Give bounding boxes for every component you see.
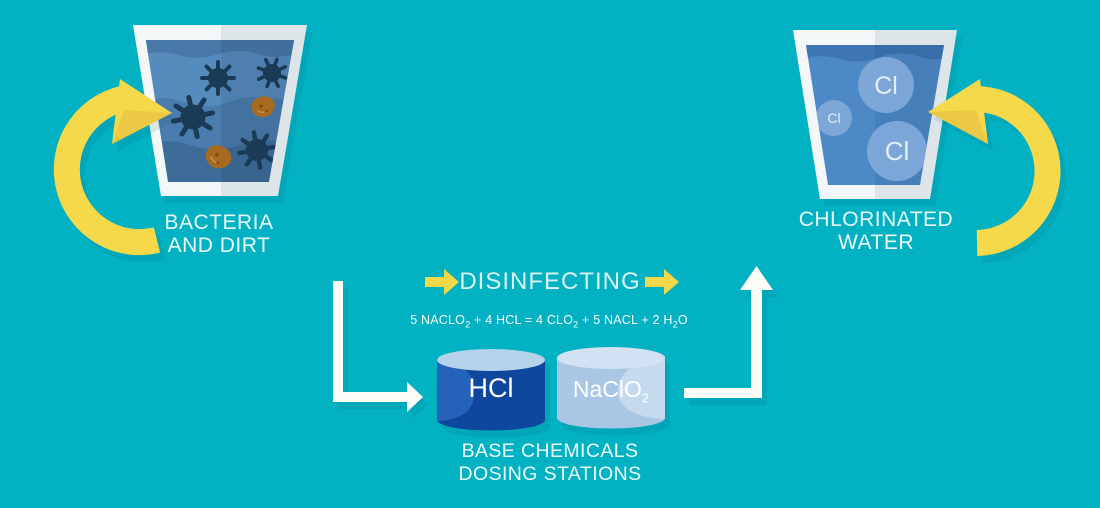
- bacteria-icon: [170, 94, 216, 140]
- chlorine-bubble-label: Cl: [874, 72, 898, 100]
- bacteria-icon: [256, 57, 288, 89]
- equation-part: O: [677, 313, 688, 327]
- bacteria-and-dirt-label: BACTERIA AND DIRT: [119, 211, 319, 257]
- naclo2-label-subscript: 2: [641, 390, 650, 406]
- arrow-right-icon: [645, 269, 679, 295]
- caption-line2: DOSING STATIONS: [458, 463, 642, 485]
- naclo2-label-main: NaClO: [572, 376, 642, 402]
- chlorine-bubble-label: Cl: [827, 110, 840, 126]
- dirt-icon: [251, 96, 275, 118]
- bacteria-icon: [237, 130, 277, 170]
- chlorine-bubble-icon: [816, 100, 852, 136]
- dosing-stations-caption: BASE CHEMICALS DOSING STATIONS: [430, 440, 670, 486]
- equation-subscript: 2: [573, 319, 579, 330]
- naclo2-tank-label: NaClO2: [557, 376, 665, 406]
- equation-part: 5 NACLO: [410, 313, 466, 327]
- dirty-water: [146, 40, 294, 182]
- chlorinated-water-glass-icon: Cl Cl Cl: [793, 30, 957, 199]
- cycle-arrow-left-icon: [53, 79, 172, 256]
- chlorinated-water-label: CHLORINATED WATER: [776, 208, 976, 254]
- hcl-tank-label: HCl: [468, 373, 514, 403]
- flow-arrow-left-icon: [333, 281, 423, 412]
- equation-subscript: 2: [465, 319, 471, 330]
- chlorine-bubble-icon: [867, 121, 927, 181]
- bacteria-label-line2: AND DIRT: [167, 234, 271, 257]
- chlorine-bubble-label: Cl: [885, 136, 910, 166]
- clean-water: Cl Cl Cl: [806, 45, 944, 185]
- bacteria-icon: [200, 60, 236, 96]
- bacteria-label-line1: BACTERIA: [164, 211, 274, 234]
- chlorinated-label-line2: WATER: [838, 231, 914, 254]
- arrow-right-icon: [425, 269, 459, 295]
- dirt-icon: [205, 145, 232, 169]
- dirty-water-glass-icon: [133, 25, 307, 196]
- equation-subscript: 2: [672, 319, 678, 330]
- disinfecting-title: DISINFECTING: [459, 268, 641, 295]
- naclo2-tank-icon: [557, 347, 665, 429]
- chemical-equation: 5 NACLO2 + 4 HCL = 4 CLO2 + 5 NACL + 2 H…: [398, 313, 700, 330]
- equation-part: + 4 HCL = 4 CLO: [470, 313, 574, 327]
- caption-line1: BASE CHEMICALS: [461, 440, 639, 462]
- cycle-arrow-right-icon: [928, 79, 1061, 256]
- chlorine-bubble-icon: [858, 57, 914, 113]
- flow-arrow-right-icon: [684, 266, 773, 398]
- chlorinated-label-line1: CHLORINATED: [798, 208, 954, 231]
- equation-part: + 5 NACL + 2 H: [578, 313, 673, 327]
- hcl-tank-icon: [437, 349, 545, 431]
